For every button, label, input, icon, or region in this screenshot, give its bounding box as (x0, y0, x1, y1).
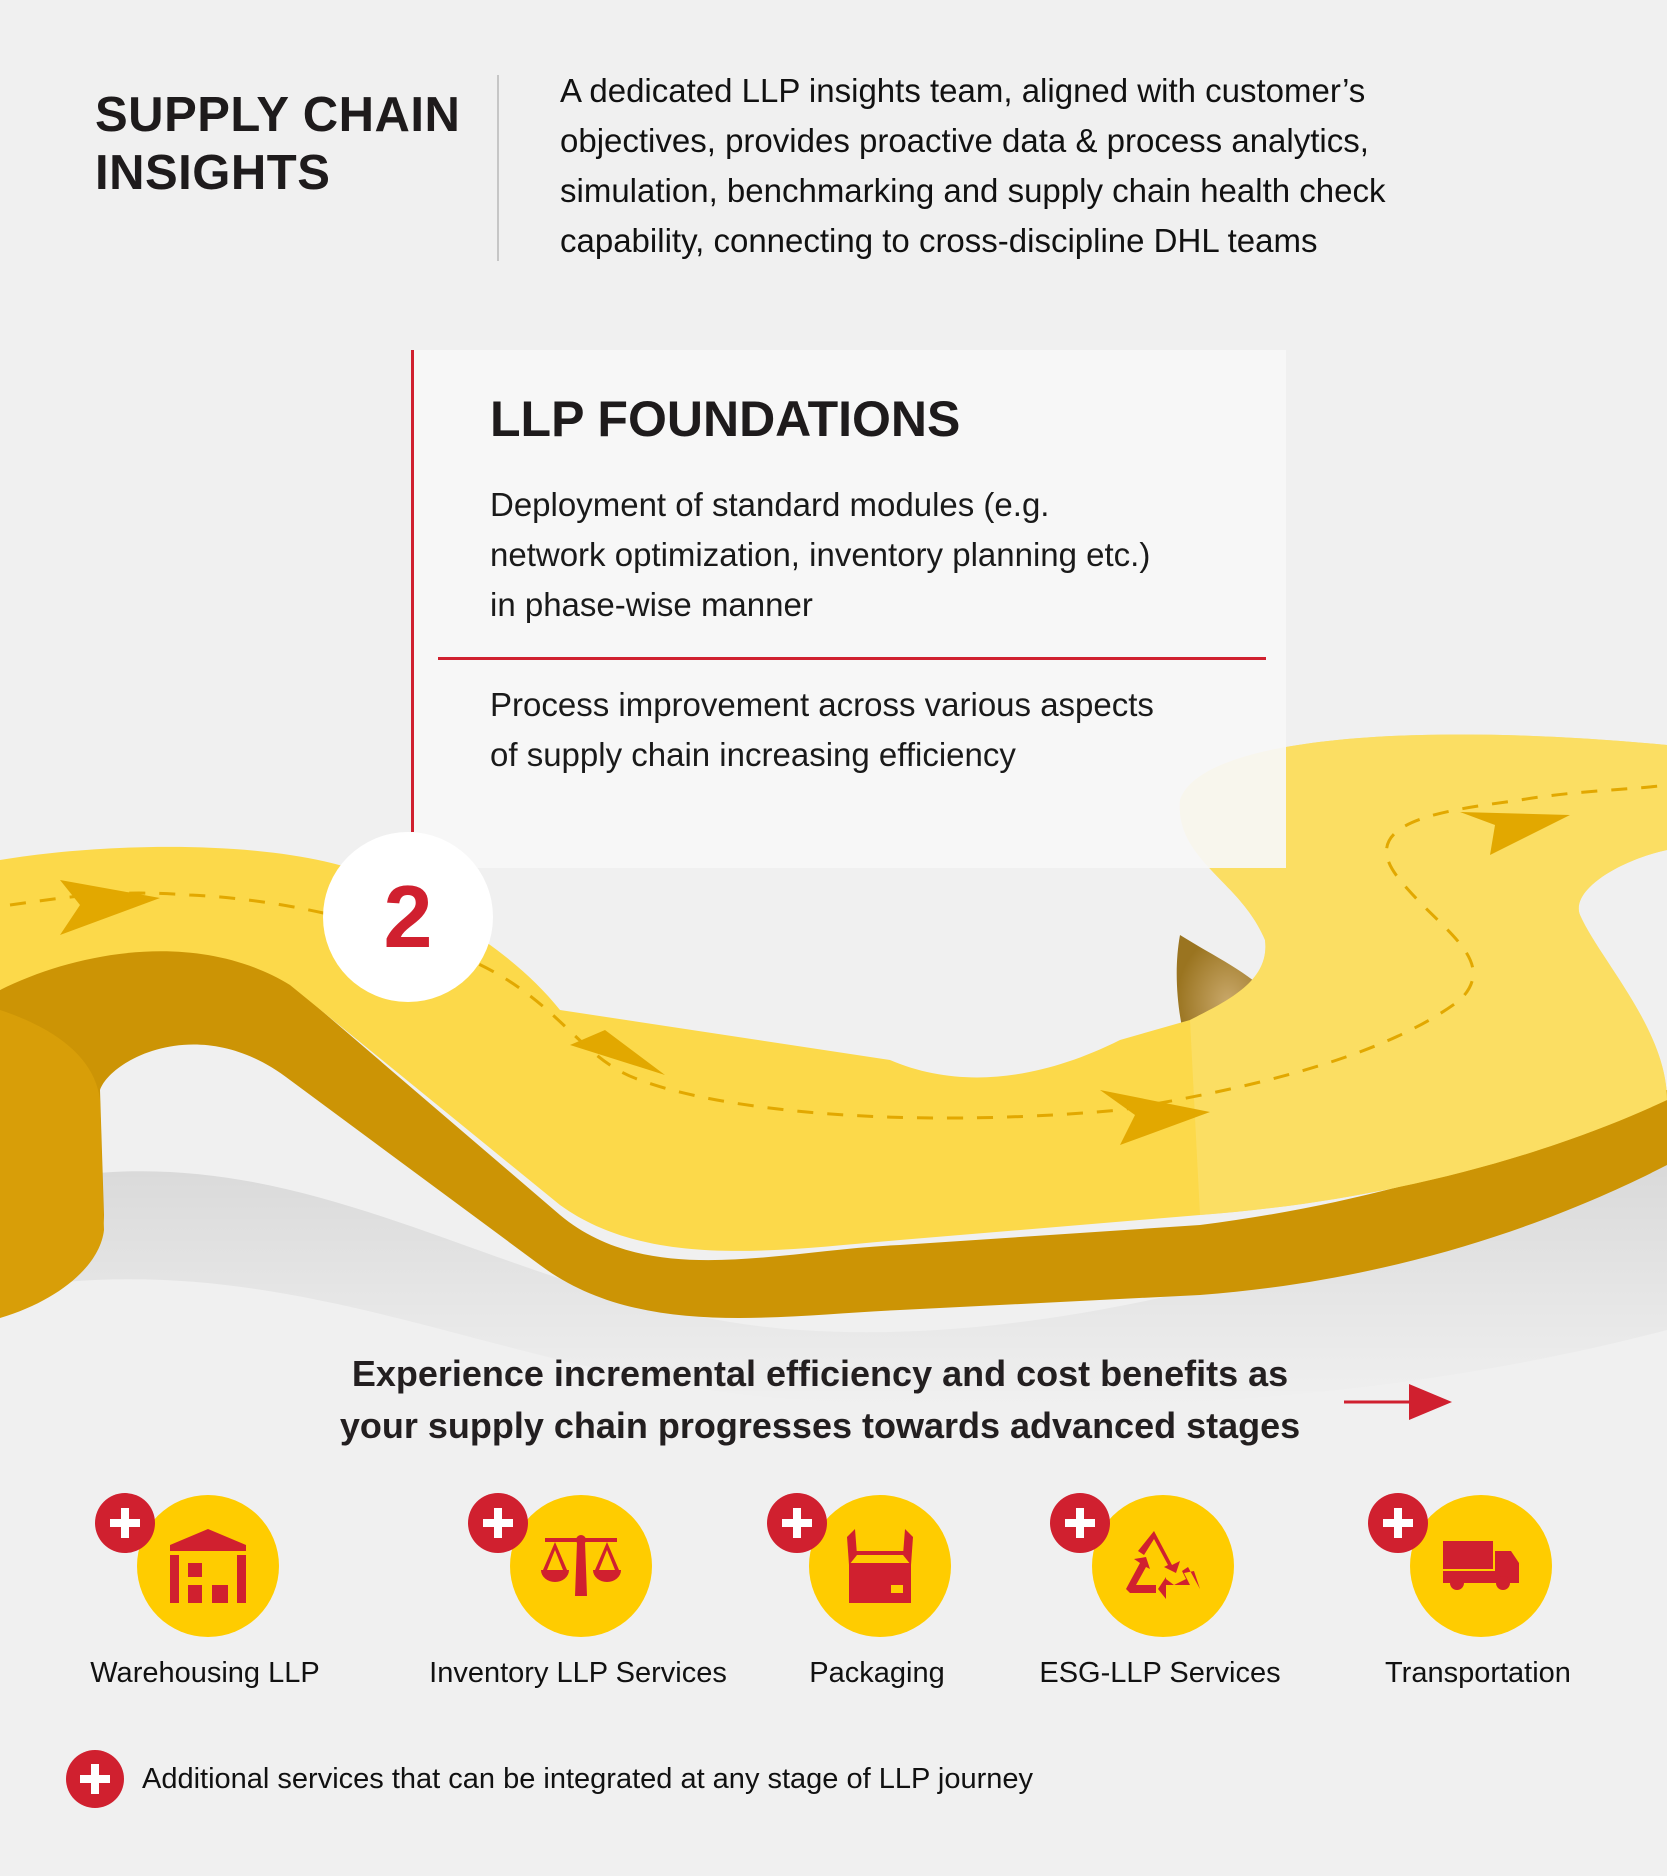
point-line: of supply chain increasing efficiency (490, 736, 1016, 773)
intro-line: simulation, benchmarking and supply chai… (560, 172, 1386, 209)
service-label: Warehousing LLP (90, 1657, 320, 1689)
plus-icon (1050, 1493, 1110, 1553)
service-label: ESG-LLP Services (1039, 1657, 1281, 1689)
point-line: Deployment of standard modules (e.g. (490, 486, 1050, 523)
header-divider (497, 75, 499, 261)
warehouse-icon (137, 1495, 279, 1637)
plus-icon (1368, 1493, 1428, 1553)
intro-line: capability, connecting to cross-discipli… (560, 222, 1318, 259)
point-line: Process improvement across various aspec… (490, 686, 1154, 723)
plus-icon (468, 1493, 528, 1553)
intro-paragraph: A dedicated LLP insights team, aligned w… (560, 66, 1560, 266)
stage-number-badge: 2 (323, 832, 493, 1002)
plus-icon (95, 1493, 155, 1553)
service-label: Transportation (1385, 1657, 1571, 1689)
scales-icon (510, 1495, 652, 1637)
tagline: Experience incremental efficiency and co… (280, 1348, 1360, 1452)
legend-text: Additional services that can be integrat… (142, 1762, 1033, 1795)
tagline-line-1: Experience incremental efficiency and co… (351, 1353, 1289, 1394)
plus-icon (767, 1493, 827, 1553)
service-label: Inventory LLP Services (429, 1657, 727, 1689)
box-icon (809, 1495, 951, 1637)
stage-title: LLP FOUNDATIONS (490, 391, 961, 447)
stage-point-1: Deployment of standard modules (e.g. net… (490, 480, 1260, 630)
title-line-2: INSIGHTS (95, 146, 331, 200)
recycle-icon (1092, 1495, 1234, 1637)
page-title: SUPPLY CHAIN INSIGHTS (95, 86, 460, 202)
title-line-1: SUPPLY CHAIN (95, 88, 461, 142)
legend: Additional services that can be integrat… (66, 1750, 1033, 1808)
tagline-line-2: your supply chain progresses towards adv… (339, 1405, 1301, 1446)
plus-icon (66, 1750, 124, 1808)
stage-card (412, 350, 1286, 868)
point-line: network optimization, inventory planning… (490, 536, 1151, 573)
service-label: Packaging (809, 1657, 945, 1689)
truck-icon (1410, 1495, 1552, 1637)
stage-point-2: Process improvement across various aspec… (490, 680, 1260, 780)
intro-line: objectives, provides proactive data & pr… (560, 122, 1369, 159)
arrow-right-icon (1344, 1384, 1452, 1420)
intro-line: A dedicated LLP insights team, aligned w… (560, 72, 1366, 109)
card-divider (438, 657, 1266, 660)
card-connector-line (411, 350, 414, 832)
point-line: in phase-wise manner (490, 586, 813, 623)
